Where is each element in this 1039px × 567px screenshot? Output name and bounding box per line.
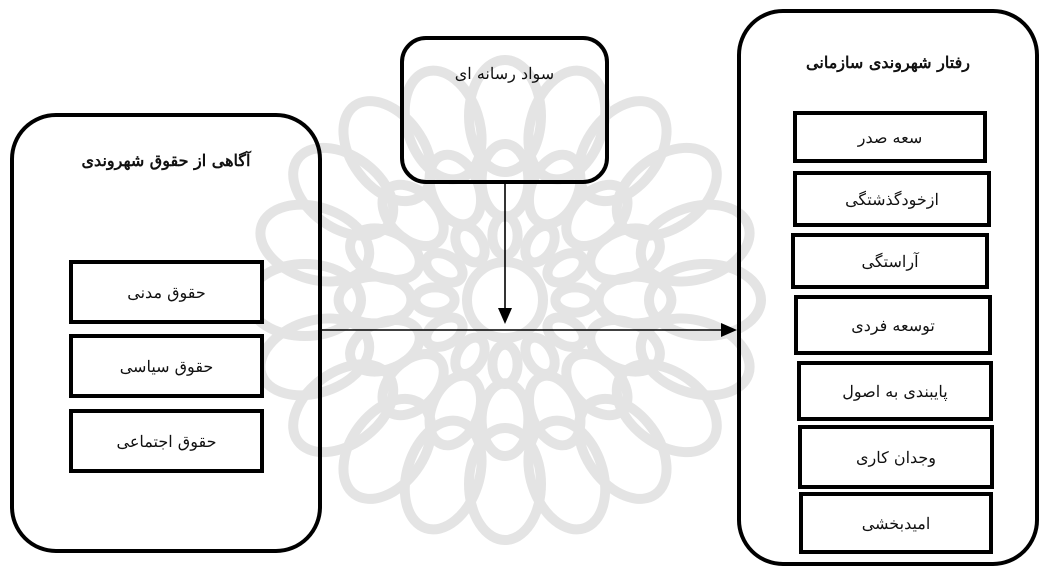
item-label: حقوق مدنی: [127, 282, 206, 302]
watermark-petal: [573, 393, 672, 504]
item-label: حقوق سیاسی: [119, 356, 214, 376]
item-label: توسعه فردی: [851, 315, 935, 335]
watermark-petal: [338, 393, 437, 504]
watermark-petal: [635, 199, 755, 287]
main-effect-arrowhead: [721, 323, 737, 337]
independent-item-civil-rights: حقوق مدنی: [69, 260, 264, 324]
item-label: امیدبخشی: [861, 513, 931, 533]
watermark-petal: [542, 248, 589, 288]
dependent-item-2: ازخودگذشتگی: [793, 171, 991, 227]
dependent-item-7: امیدبخشی: [799, 492, 993, 554]
item-label: ازخودگذشتگی: [845, 189, 939, 209]
watermark-petal: [338, 96, 437, 207]
item-label: وجدان کاری: [855, 447, 937, 467]
watermark-petal: [611, 359, 722, 458]
dependent-item-1: سعه صدر: [793, 111, 987, 163]
watermark-petal: [464, 55, 546, 177]
watermark-petal: [573, 96, 672, 207]
watermark-petal: [421, 248, 468, 288]
watermark-petal: [255, 199, 375, 287]
item-label: سعه صدر: [857, 127, 923, 147]
independent-variable-title: آگاهی از حقوق شهروندی: [81, 151, 251, 170]
independent-item-social-rights: حقوق اجتماعی: [69, 409, 264, 473]
dependent-item-4: توسعه فردی: [794, 295, 992, 355]
watermark-petal: [644, 259, 766, 341]
watermark-petal: [635, 313, 755, 401]
moderator-box: سواد رسانه ای: [400, 36, 609, 184]
independent-variable-group: آگاهی از حقوق شهروندی: [10, 113, 322, 553]
watermark-petal: [399, 65, 487, 185]
watermark-petal: [464, 423, 546, 545]
dependent-item-6: وجدان کاری: [798, 425, 994, 489]
item-label: آراستگی: [861, 251, 919, 271]
watermark-petal: [523, 65, 611, 185]
watermark-petal: [421, 312, 468, 352]
item-label: پایبندی به اصول: [842, 381, 948, 401]
dependent-variable-group: رفتار شهروندی سازمانی: [737, 9, 1039, 566]
moderation-arrowhead: [498, 308, 512, 324]
watermark-petal: [611, 142, 722, 241]
watermark-petal: [585, 223, 665, 285]
watermark-petal: [288, 359, 399, 458]
moderator-label: سواد رسانه ای: [454, 64, 555, 83]
independent-item-political-rights: حقوق سیاسی: [69, 334, 264, 398]
item-label: حقوق اجتماعی: [116, 431, 217, 451]
dependent-item-3: آراستگی: [791, 233, 989, 289]
dependent-item-5: پایبندی به اصول: [797, 361, 993, 421]
dependent-variable-title: رفتار شهروندی سازمانی: [806, 53, 970, 72]
watermark-petal: [542, 312, 589, 352]
watermark-petal: [523, 415, 611, 535]
watermark-petal: [399, 415, 487, 535]
